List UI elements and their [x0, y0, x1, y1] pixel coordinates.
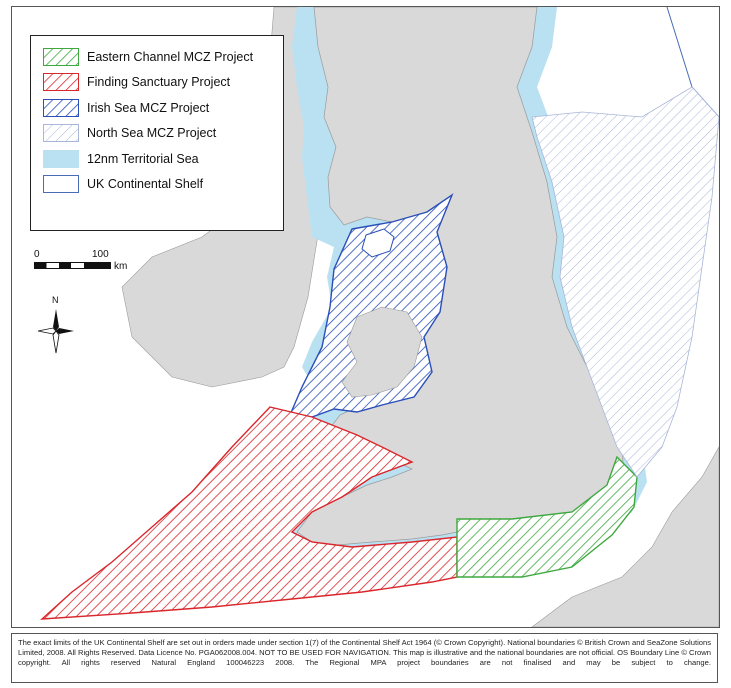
north-label: N [52, 295, 59, 305]
legend-label: UK Continental Shelf [87, 177, 204, 192]
legend-item-irish-sea: Irish Sea MCZ Project [43, 95, 283, 121]
legend-item-continental-shelf: UK Continental Shelf [43, 172, 283, 198]
legend-swatch-lightblue-hatch [43, 124, 79, 143]
eastern-channel-mcz-area [456, 455, 638, 578]
legend-item-finding-sanctuary: Finding Sanctuary Project [43, 70, 283, 96]
continent-land [531, 446, 719, 627]
legend-label: 12nm Territorial Sea [87, 151, 199, 166]
great-britain-land [296, 7, 625, 546]
legend-item-eastern-channel: Eastern Channel MCZ Project [43, 44, 283, 70]
scale-bar: 0 100 km [34, 249, 154, 283]
legend-item-north-sea: North Sea MCZ Project [43, 121, 283, 147]
legend-label: North Sea MCZ Project [87, 126, 217, 141]
legend-swatch-blue-hatch [43, 98, 79, 117]
legend-swatch-continental-shelf [43, 175, 79, 194]
legend-swatch-green-hatch [43, 47, 79, 66]
legend-swatch-red-hatch [43, 73, 79, 92]
legend-label: Finding Sanctuary Project [87, 75, 231, 90]
legend-label: Irish Sea MCZ Project [87, 100, 210, 115]
isle-of-man [361, 228, 395, 258]
north-sea-mcz-area [531, 86, 719, 478]
scale-start-label: 0 [34, 249, 40, 260]
scale-end-label: 100 [92, 249, 109, 260]
map-frame: Eastern Channel MCZ Project Finding Sanc… [11, 6, 720, 628]
scale-unit-label: km [114, 261, 128, 272]
map-legend: Eastern Channel MCZ Project Finding Sanc… [30, 35, 284, 231]
north-arrow-icon [37, 309, 74, 354]
scale-bar-segments [34, 262, 111, 269]
wales-land [341, 306, 423, 398]
legend-item-territorial-sea: 12nm Territorial Sea [43, 146, 283, 172]
copyright-footer: The exact limits of the UK Continental S… [11, 633, 718, 683]
legend-swatch-territorial-sea [43, 149, 79, 168]
legend-label: Eastern Channel MCZ Project [87, 49, 254, 64]
